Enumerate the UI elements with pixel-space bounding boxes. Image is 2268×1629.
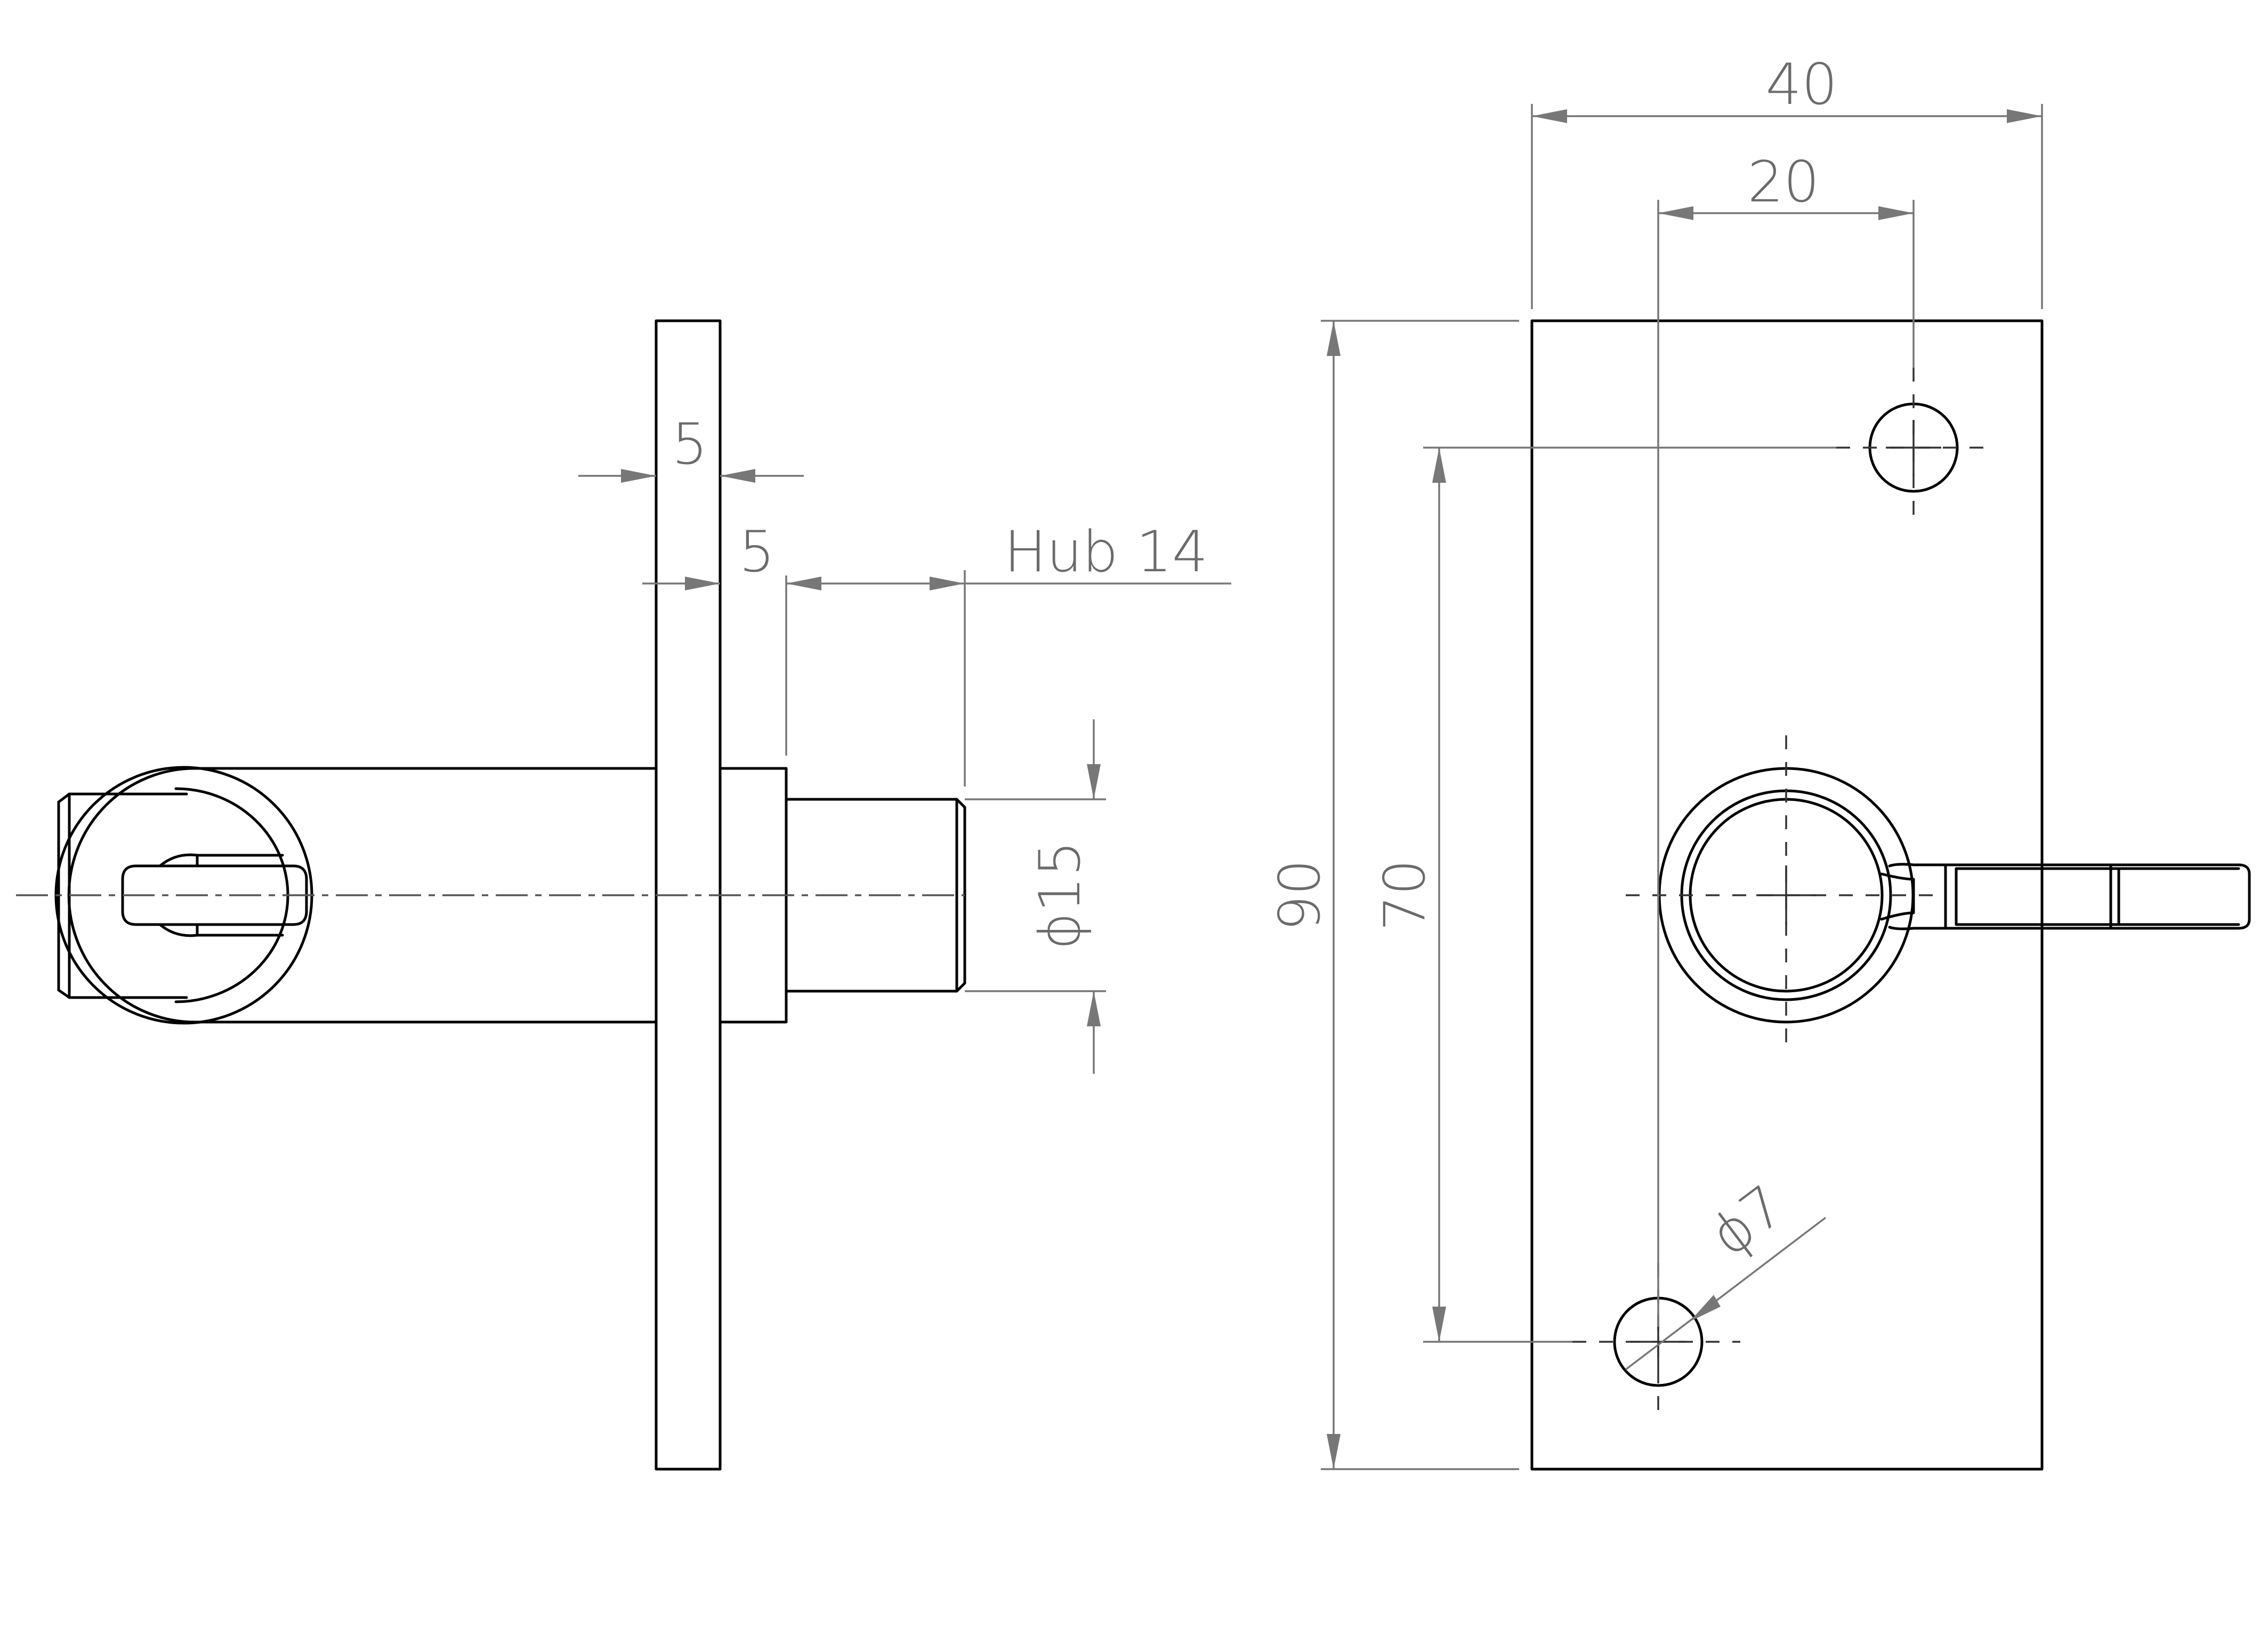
front-handle — [1888, 863, 2251, 930]
hole-offset-label: 20 — [1748, 149, 1820, 215]
front-handle-segments — [1944, 863, 2240, 930]
front-dimensions: 40 20 90 70 ϕ7 — [1267, 52, 2043, 1470]
plate-thickness-label: 5 — [672, 411, 707, 477]
stroke-label: Hub 14 — [1004, 519, 1208, 585]
hole-spacing-label: 70 — [1372, 860, 1438, 931]
side-handle-slot-curve — [158, 853, 284, 937]
plate-width-label: 40 — [1766, 52, 1838, 117]
side-view — [16, 319, 966, 1471]
boss-length-label: 5 — [739, 519, 774, 585]
plate-height-label: 90 — [1267, 860, 1333, 931]
hole-diameter-label: ϕ7 — [1698, 1172, 1796, 1269]
front-plate — [1530, 319, 2044, 1471]
pin-diameter-symbol: ϕ — [1027, 912, 1093, 950]
side-body-tube — [193, 767, 658, 1024]
pin-diameter-label: ϕ15 — [1027, 841, 1093, 950]
side-dimensions: 5 5 Hub 14 ϕ15 — [578, 411, 1231, 1074]
front-view — [1530, 319, 2251, 1471]
front-handle-neck — [1880, 872, 1915, 921]
side-handle-slot — [121, 864, 308, 926]
pin-diameter-value: 15 — [1027, 841, 1093, 913]
